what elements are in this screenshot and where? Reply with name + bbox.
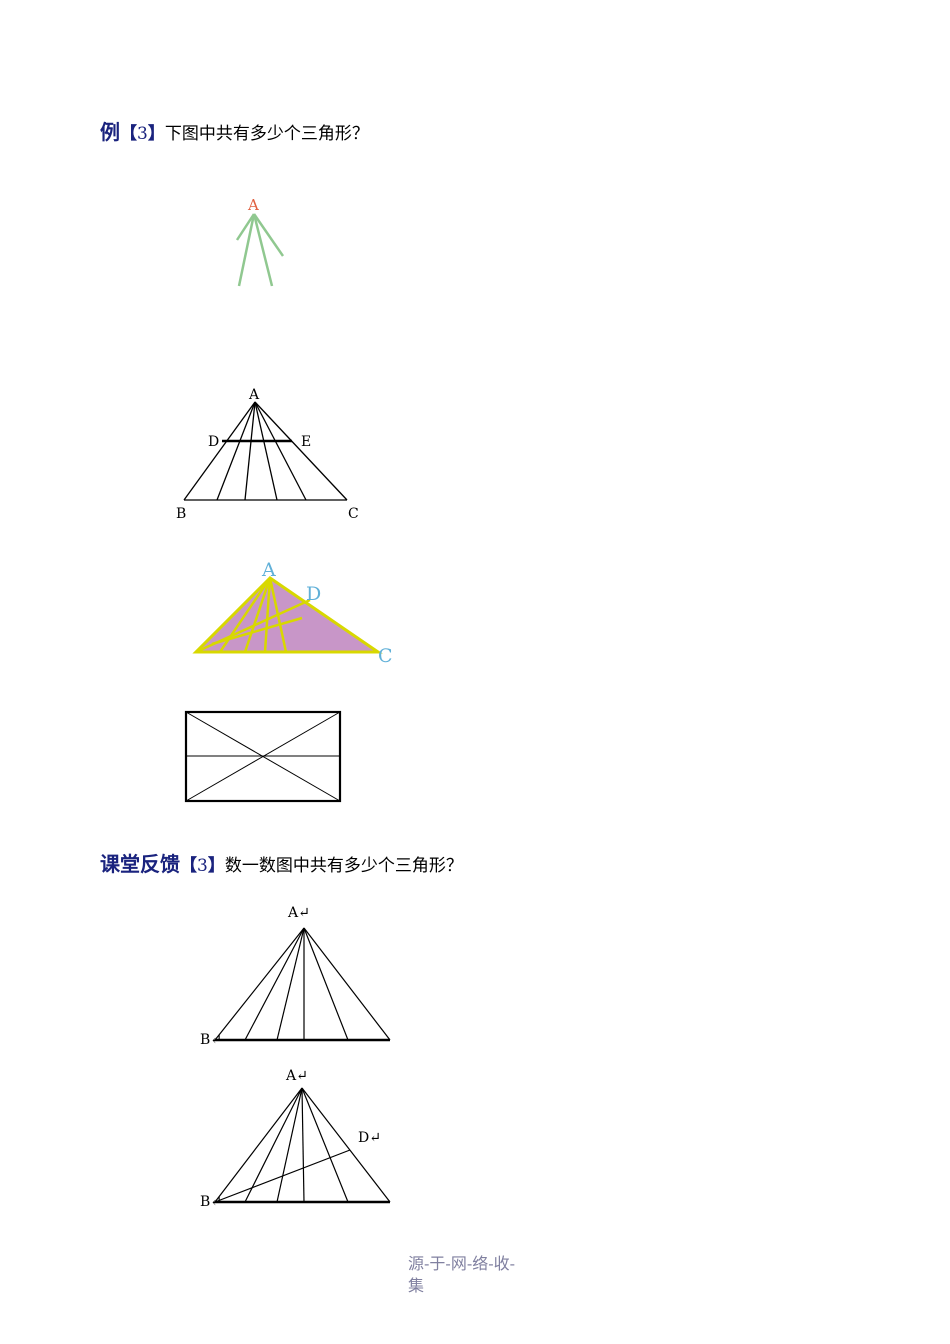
side-right [303, 927, 391, 1041]
fan-ray-1 [244, 927, 305, 1041]
ray-4 [254, 401, 307, 501]
feedback-prefix: 课堂反馈 [100, 852, 180, 876]
figure-fan-partial: A [235, 196, 285, 287]
fan-line-3 [252, 213, 285, 257]
feedback-bracket-close: 】 [207, 856, 225, 876]
example-question: 下图中共有多少个三角形？ [164, 124, 369, 144]
side-right [301, 1087, 391, 1203]
fan-line-2 [252, 213, 274, 287]
footer-source: 源-于-网-络-收- 集 [408, 1253, 538, 1297]
example-prefix: 例 [100, 120, 120, 144]
feedback-number: 3 [197, 856, 208, 876]
figure2-label-b: B [176, 506, 186, 522]
side-ac [254, 401, 348, 501]
yellow-cross-2 [211, 616, 303, 646]
figure-rectangle-diagonals [184, 710, 342, 803]
example-bracket-open: 【 [120, 124, 137, 144]
fan-ray-2 [276, 927, 305, 1041]
figure6-label-d: D↵ [358, 1130, 381, 1146]
ray-2 [244, 401, 256, 501]
yellow-ray-3 [263, 577, 272, 653]
ray-1 [216, 401, 256, 501]
example-number: 3 [137, 124, 148, 144]
figure2-label-a: A [248, 387, 260, 403]
figure3-label-d: D [306, 583, 321, 605]
fan-line-4 [235, 213, 256, 241]
side-left [214, 927, 305, 1041]
yellow-ray-2 [243, 577, 272, 653]
feedback-bracket-open: 【 [180, 856, 197, 876]
figure6-label-a: A↵ [285, 1068, 308, 1084]
figure-triangle-fan-bd: A↵ D↵ B↵ [200, 1068, 391, 1210]
segment-bd [214, 1149, 351, 1203]
figure5-label-a: A↵ [287, 905, 310, 921]
figure2-label-c: C [348, 506, 359, 522]
figure3-label-c: C [378, 645, 393, 667]
figure-triangle-de: A D E B C [176, 387, 359, 522]
triangle-fill [192, 576, 383, 654]
fan-ray-3 [301, 1087, 305, 1203]
fan-ray-1 [244, 1087, 303, 1203]
footer-line-1: 源-于-网-络-收- [408, 1254, 516, 1273]
figure1-label-a: A [247, 196, 259, 214]
figure6-label-b: B↵ [200, 1194, 222, 1210]
figure-triangle-purple: A D C [192, 559, 393, 667]
example-bracket-close: 】 [147, 124, 165, 144]
figure5-label-b: B↵ [200, 1032, 222, 1048]
figure2-label-d: D [208, 434, 219, 450]
fan-line-1 [237, 213, 256, 287]
figure2-label-e: E [301, 434, 311, 450]
fan-ray-4 [303, 927, 349, 1041]
footer-line-2: 集 [408, 1276, 425, 1295]
fan-ray-2 [276, 1087, 303, 1203]
figure3-label-a: A [261, 559, 276, 581]
side-ab [183, 401, 256, 501]
figure-triangle-fan: A↵ B↵ [200, 905, 391, 1048]
ray-3 [254, 401, 278, 501]
example-heading: 例【3】下图中共有多少个三角形？ [100, 116, 369, 145]
side-left [214, 1087, 303, 1203]
feedback-question: 数一数图中共有多少个三角形？ [224, 856, 463, 876]
feedback-heading: 课堂反馈【3】数一数图中共有多少个三角形？ [100, 848, 463, 877]
fan-ray-4 [301, 1087, 349, 1203]
